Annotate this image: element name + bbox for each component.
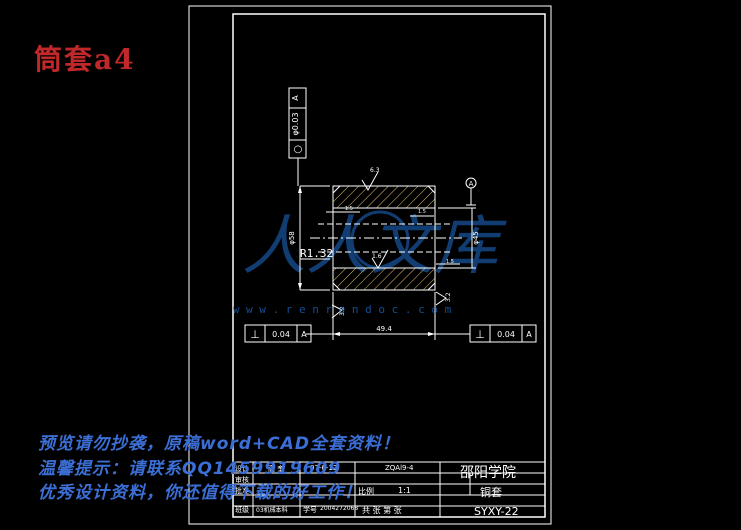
tb-scale: 1:1 <box>398 486 411 495</box>
svg-text:A: A <box>301 330 307 339</box>
tb-approve-label: 批准 <box>235 487 249 495</box>
tb-date: 07-6-12 <box>310 464 338 472</box>
dimension-length: 49.4 <box>306 292 470 340</box>
part-section <box>310 185 462 291</box>
title-block <box>232 461 546 518</box>
tb-check-label: 审核 <box>235 476 249 484</box>
svg-text:0.04: 0.04 <box>497 330 515 339</box>
roughness-mid: 1.6 <box>371 249 389 269</box>
dim-outer-dia-text: φ58 <box>288 231 296 245</box>
datum-a: A <box>465 177 477 206</box>
circularity-frame: ○ φ0.03 A <box>288 87 307 186</box>
chamfer-left-text: 1.5 <box>345 206 353 212</box>
tb-scale-label: 比例 <box>358 487 374 496</box>
svg-text:A: A <box>469 180 474 188</box>
tb-id-value: 2004272068 <box>320 505 359 512</box>
svg-text:○: ○ <box>294 144 303 155</box>
svg-text:A: A <box>526 330 532 339</box>
perpendicularity-right: ⊥ 0.04 A <box>469 324 537 343</box>
svg-text:3.2: 3.2 <box>445 292 452 302</box>
dim-length-text: 49.4 <box>376 325 392 333</box>
svg-text:⊥: ⊥ <box>250 328 260 341</box>
chamfer-right-text: 1.5 <box>418 209 426 215</box>
lower-wall <box>332 267 436 291</box>
tb-code: ZQAl9-4 <box>385 464 414 472</box>
svg-text:6.3: 6.3 <box>370 167 380 174</box>
tb-part-name: 铜套 <box>480 486 502 499</box>
drawing-title: 筒套a4 <box>34 43 136 76</box>
notice-line-1: 预览请勿抄袭，原稿word+CAD全套资料！ <box>38 434 400 454</box>
watermark-url: w w w . r e n r e n d o c . c o m <box>233 303 452 316</box>
radius-label: R1.32 <box>300 247 333 260</box>
upper-wall <box>332 185 436 209</box>
svg-text:1.6: 1.6 <box>372 253 382 260</box>
roughness-right: 3.2 <box>435 291 452 306</box>
perpendicularity-left: ⊥ 0.04 A <box>244 324 312 343</box>
dim-inner-dia-text: φ45 <box>472 231 480 245</box>
tb-drawing-no: SYXY-22 <box>474 505 519 518</box>
svg-text:φ0.03: φ0.03 <box>291 112 300 135</box>
sheet-outer-frame <box>188 5 552 525</box>
dimension-outer-dia: φ58 <box>288 185 330 291</box>
tb-class-label: 班级 <box>235 506 249 514</box>
svg-text:3.2: 3.2 <box>339 306 346 316</box>
dimension-inner-dia: φ45 <box>438 207 480 269</box>
tb-school: 邵阳学院 <box>460 465 516 481</box>
notice-line-3: 优秀设计资料，你还值得下载的好工作！ <box>38 483 362 503</box>
tb-designer: 高 奎 <box>268 465 285 473</box>
tb-sheets: 共 张 第 张 <box>362 506 402 515</box>
svg-text:0.04: 0.04 <box>272 330 290 339</box>
tb-id-label: 学号 <box>303 506 317 514</box>
tb-class-value: 03机械本科 <box>256 507 288 514</box>
svg-text:A: A <box>291 95 300 101</box>
chamfer-bottom-text: 1.5 <box>446 259 454 265</box>
tb-designer-label: 设计 <box>235 465 249 473</box>
roughness-left: 3.2 <box>331 304 346 319</box>
notice-line-2: 温馨提示：请联系QQ1459919609 <box>38 459 342 479</box>
roughness-top: 6.3 <box>361 167 380 191</box>
svg-text:⊥: ⊥ <box>475 328 485 341</box>
